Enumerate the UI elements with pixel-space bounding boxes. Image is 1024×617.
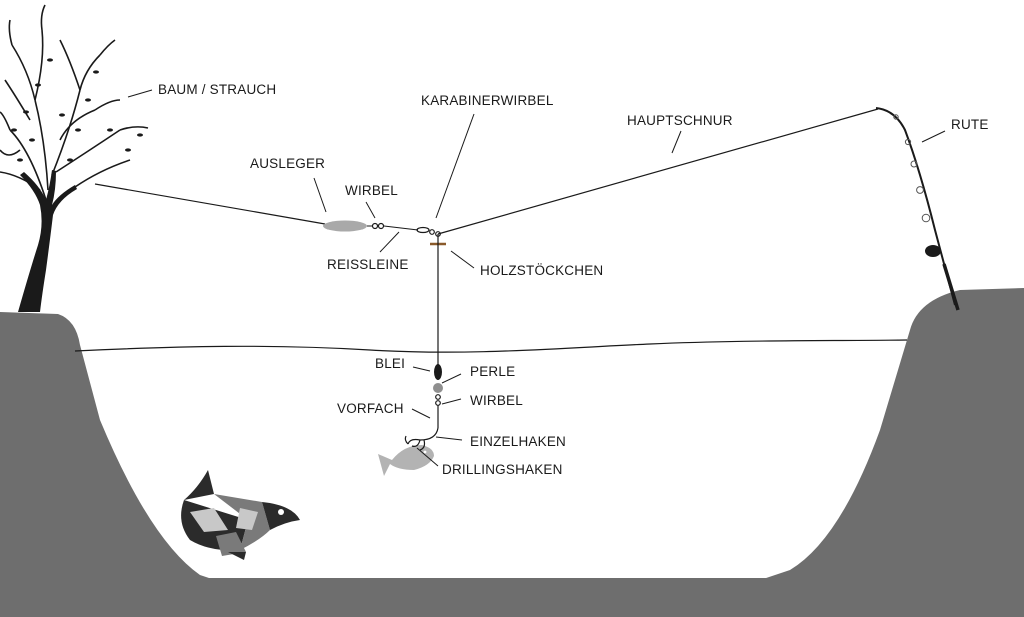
ground-right-bank <box>760 288 1024 580</box>
main-line <box>437 108 879 235</box>
label-rod: RUTE <box>951 117 989 132</box>
snap-swivel <box>416 226 441 237</box>
label-wood-stick: HOLZSTÖCKCHEN <box>480 263 604 278</box>
label-swivel-top: WIRBEL <box>345 183 398 198</box>
callout-lines <box>127 89 946 467</box>
label-outrigger: AUSLEGER <box>250 156 326 171</box>
lake-bottom <box>0 578 1024 617</box>
label-sinker: BLEI <box>375 356 406 371</box>
label-main-line: HAUPTSCHNUR <box>627 113 733 128</box>
bottom-swivel <box>435 394 441 406</box>
water-surface-line <box>74 339 908 353</box>
outrigger-float <box>323 220 367 232</box>
release-line <box>94 183 326 225</box>
label-release-line: REISSLEINE <box>327 257 409 272</box>
tree-illustration <box>0 4 149 312</box>
label-single-hook: EINZELHAKEN <box>470 434 566 449</box>
swivel-to-snap <box>383 225 419 231</box>
label-treble-hook: DRILLINGSHAKEN <box>442 462 563 477</box>
sinker <box>434 364 442 380</box>
bait-fish <box>378 445 434 476</box>
bead <box>433 383 443 393</box>
rod-handle <box>942 263 960 311</box>
label-bead: PERLE <box>470 364 516 379</box>
fishing-rod <box>875 107 956 306</box>
pike-illustration <box>181 470 300 560</box>
bait-fish-eye <box>423 450 427 454</box>
ground-left-bank <box>0 312 215 580</box>
top-swivel <box>371 222 385 230</box>
label-swivel-bottom: WIRBEL <box>470 393 523 408</box>
label-snap-swivel: KARABINERWIRBEL <box>421 93 554 108</box>
label-tree: BAUM / STRAUCH <box>158 82 277 97</box>
rod-guides <box>893 114 931 223</box>
hooks <box>404 427 439 451</box>
reel <box>925 245 941 257</box>
label-leader: VORFACH <box>337 401 404 416</box>
